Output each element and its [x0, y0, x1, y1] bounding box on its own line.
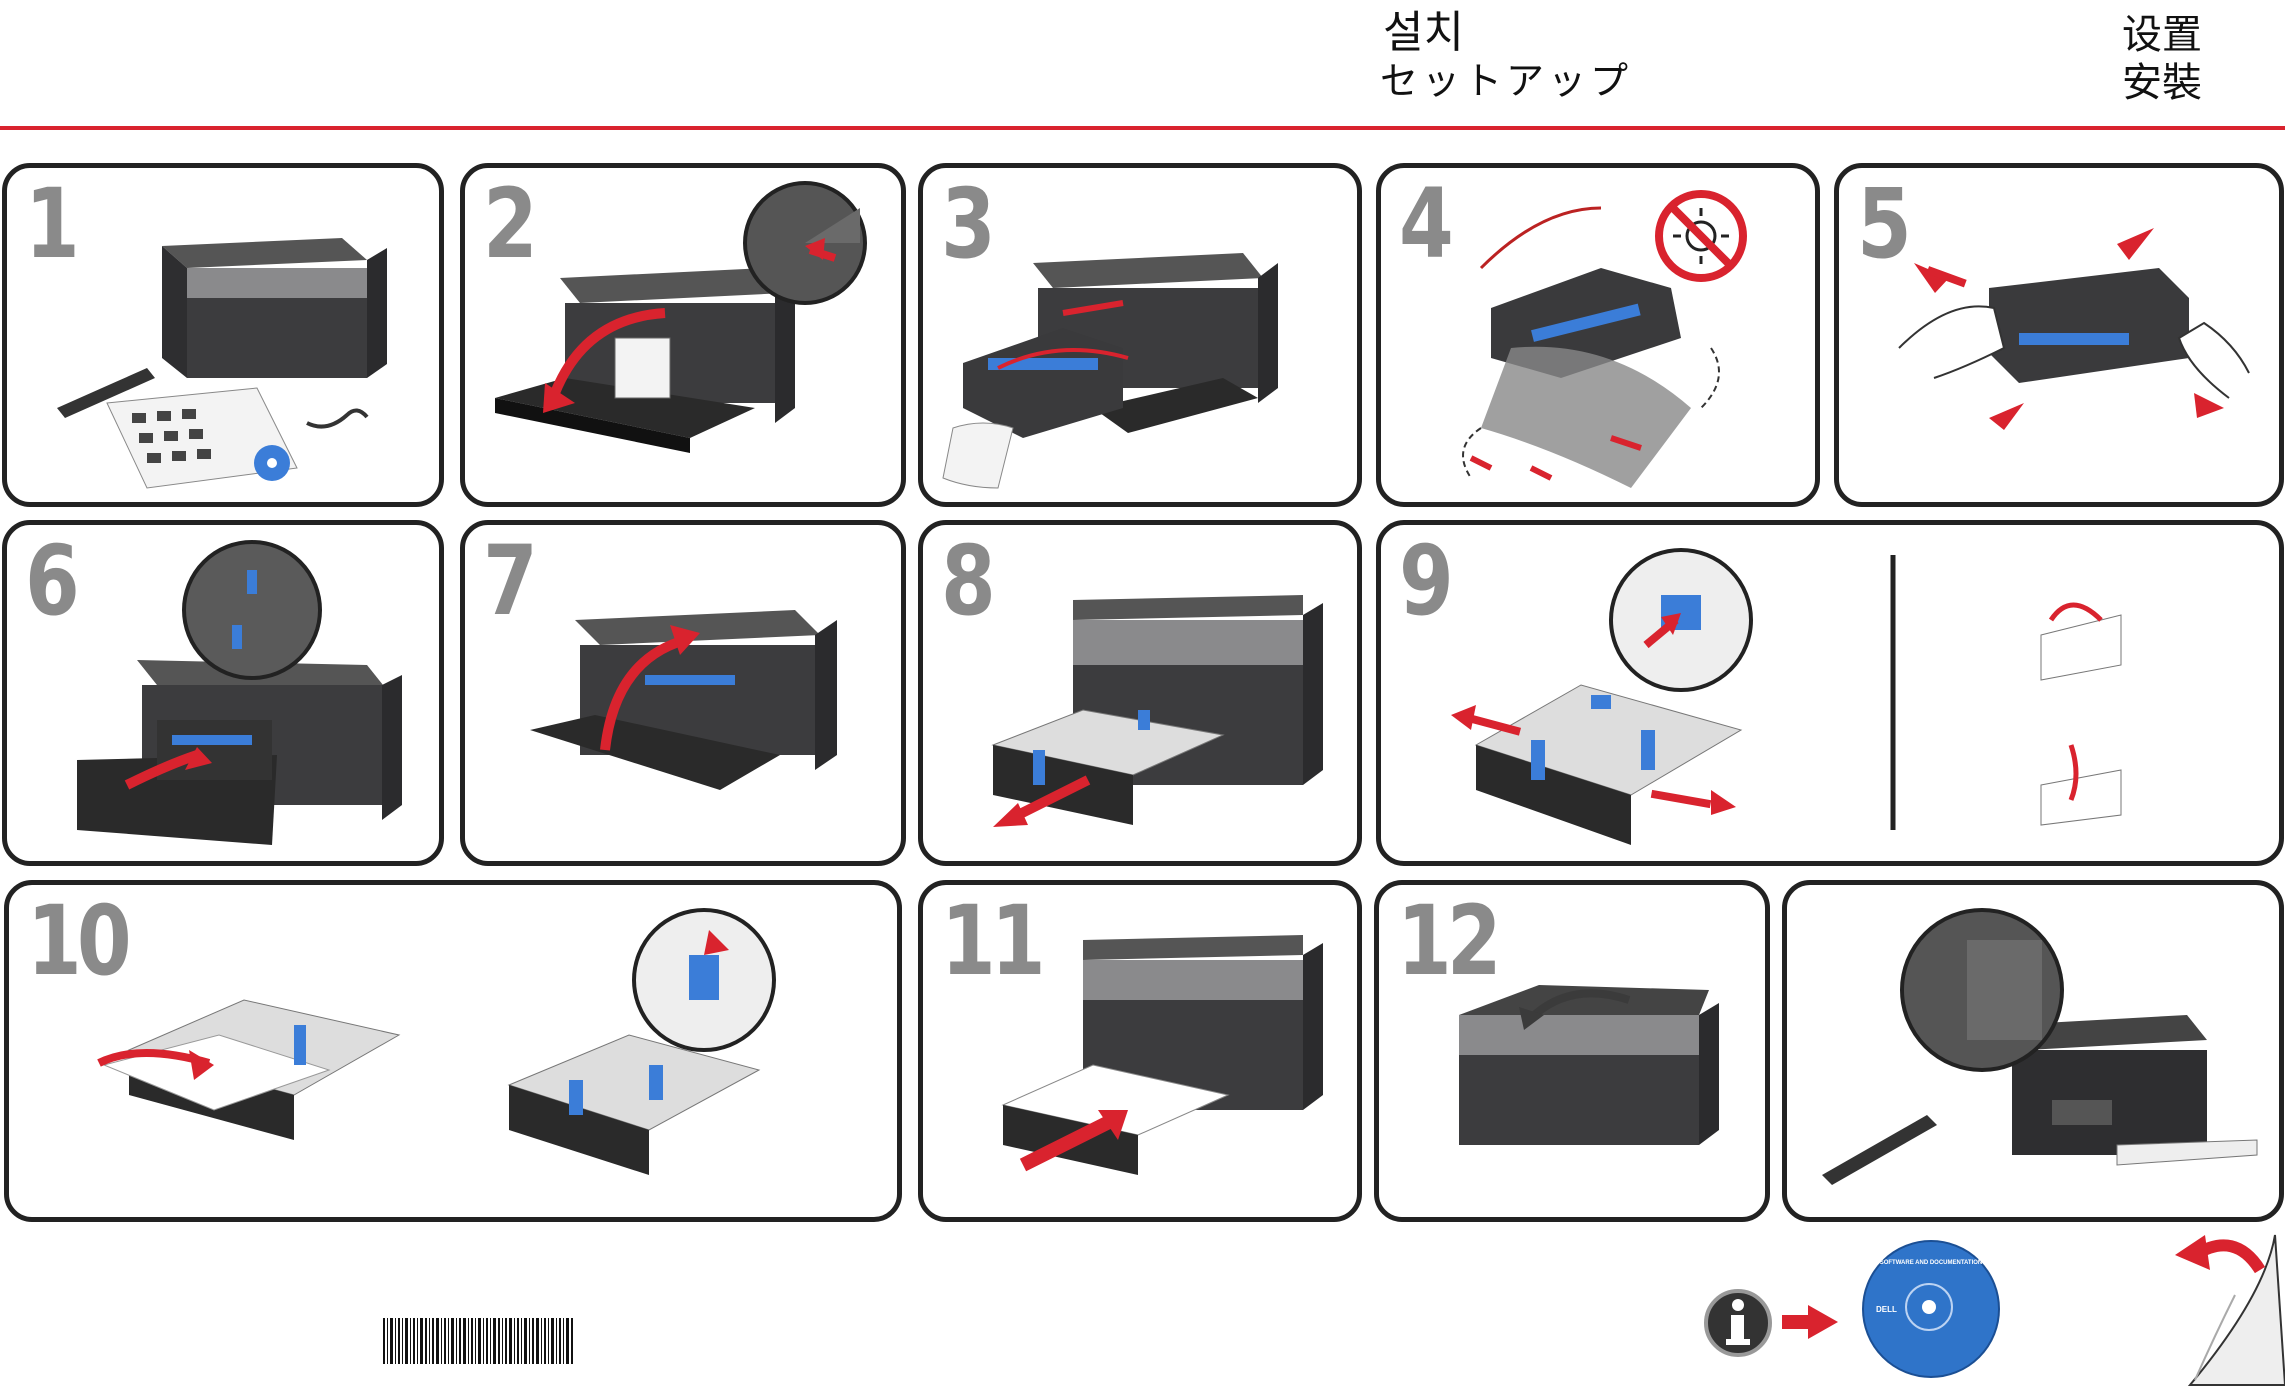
step-5-panel: 5 — [1834, 163, 2284, 507]
header-japanese: セットアップ — [1380, 50, 1632, 105]
step-6-panel: 6 — [2, 520, 444, 866]
pull-out-tray-illustration — [923, 525, 1362, 866]
info-icon — [1700, 1285, 1840, 1365]
step-8-panel: 8 — [918, 520, 1362, 866]
power-connect-panel — [1782, 880, 2284, 1222]
load-paper-illustration — [9, 885, 902, 1222]
step-1-panel: 1 — [2, 163, 444, 507]
step-10-panel: 10 — [4, 880, 902, 1222]
header-divider — [0, 126, 2285, 130]
cd-title: SOFTWARE AND DOCUMENTATION — [1874, 1260, 1988, 1266]
printer-ready-illustration — [1379, 885, 1770, 1222]
step-9-panel: 9 — [1376, 520, 2284, 866]
connect-power-illustration — [1787, 885, 2284, 1222]
adjust-guides-and-flex-paper-illustration — [1381, 525, 2284, 866]
remove-cartridge-illustration — [923, 168, 1362, 507]
step-7-panel: 7 — [460, 520, 906, 866]
flex-paper-illustration — [2041, 605, 2121, 825]
step-11-panel: 11 — [918, 880, 1362, 1222]
cd-brand: DELL — [1876, 1305, 1897, 1314]
step-4-panel: 4 — [1376, 163, 1820, 507]
header-chinese-traditional: 安裝 — [2122, 50, 2202, 108]
step-12-panel: 12 — [1374, 880, 1770, 1222]
page-turn-icon — [2175, 1225, 2285, 1390]
software-documentation-cd: SOFTWARE AND DOCUMENTATION DELL — [1862, 1240, 2000, 1378]
printer-unpack-illustration — [7, 168, 444, 507]
arrow-icon — [1782, 1315, 1812, 1329]
shake-cartridge-illustration — [1839, 168, 2284, 507]
close-front-door-illustration — [465, 525, 906, 866]
open-front-door-illustration — [465, 168, 906, 507]
remove-packing-illustration — [1381, 168, 1820, 507]
barcode — [383, 1318, 575, 1364]
insert-cartridge-illustration — [7, 525, 444, 866]
step-2-panel: 2 — [460, 163, 906, 507]
step-3-panel: 3 — [918, 163, 1362, 507]
insert-tray-illustration — [923, 885, 1362, 1222]
